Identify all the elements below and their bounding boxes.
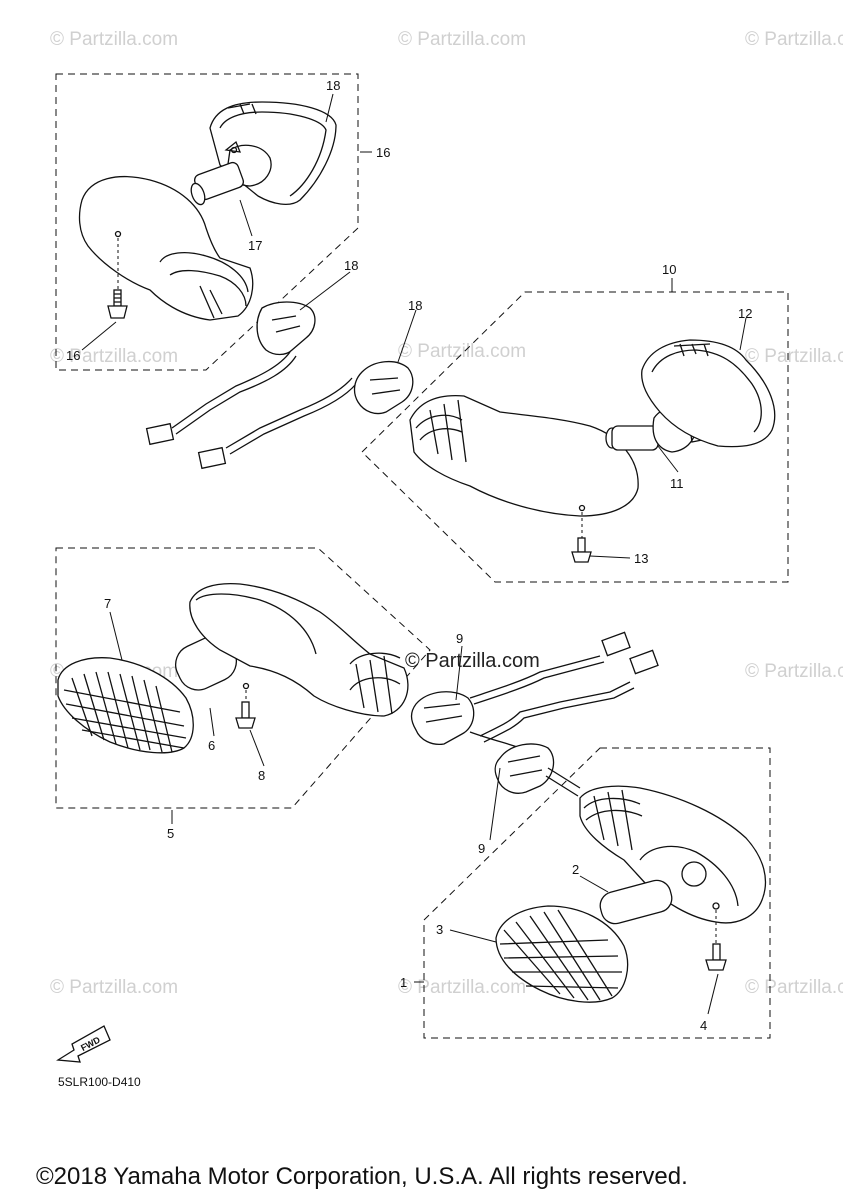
callout-11: 11 (670, 476, 684, 491)
callout-numbers: 18 16 17 18 16 18 10 12 11 13 7 6 8 5 9 … (66, 78, 752, 1033)
watermark: © Partzilla.com (745, 29, 843, 50)
callout-17: 16 (66, 348, 80, 363)
wires-lower (469, 631, 659, 749)
callout-8: 8 (258, 768, 265, 783)
fwd-arrow-icon: FWD (56, 1025, 111, 1063)
callout-4: 4 (700, 1018, 707, 1033)
callout-18b: 18 (408, 298, 422, 313)
callout-9: 9 (456, 631, 463, 646)
callout-9b: 9 (478, 841, 485, 856)
watermark: © Partzilla.com (50, 977, 178, 998)
callout-10: 10 (662, 262, 676, 277)
assembly-10 (361, 291, 789, 583)
watermark: © Partzilla.com (398, 29, 526, 50)
callout-15: 17 (248, 238, 262, 253)
callout-14: 16 (376, 145, 390, 160)
callout-18: 18 (344, 258, 358, 273)
watermark: © Partzilla.com (50, 29, 178, 50)
callout-6: 6 (208, 738, 215, 753)
watermark-center: © Partzilla.com (405, 650, 540, 672)
watermark: © Partzilla.com (398, 977, 526, 998)
callout-1: 1 (400, 975, 407, 990)
lens-grid (499, 909, 622, 1001)
watermark: © Partzilla.com (745, 977, 843, 998)
callout-7: 7 (104, 596, 111, 611)
leader-lines (81, 93, 747, 1015)
watermark: © Partzilla.com (745, 346, 843, 367)
wires-upper (145, 351, 414, 470)
assembly-14 (55, 73, 359, 371)
callout-16: 18 (326, 78, 340, 93)
callout-13: 13 (634, 551, 648, 566)
watermark: © Partzilla.com (745, 661, 843, 682)
callout-5: 5 (167, 826, 174, 841)
watermark: © Partzilla.com (50, 346, 178, 367)
copyright-text: ©2018 Yamaha Motor Corporation, U.S.A. A… (36, 1163, 688, 1190)
diagram-code: 5SLR100-D410 (58, 1075, 141, 1089)
callout-3: 3 (436, 922, 443, 937)
callout-2: 2 (572, 862, 579, 877)
assembly-1 (423, 743, 771, 1039)
assembly-5 (55, 547, 475, 809)
callout-12: 12 (738, 306, 752, 321)
watermark: © Partzilla.com (398, 341, 526, 362)
lens-grid (63, 671, 187, 753)
